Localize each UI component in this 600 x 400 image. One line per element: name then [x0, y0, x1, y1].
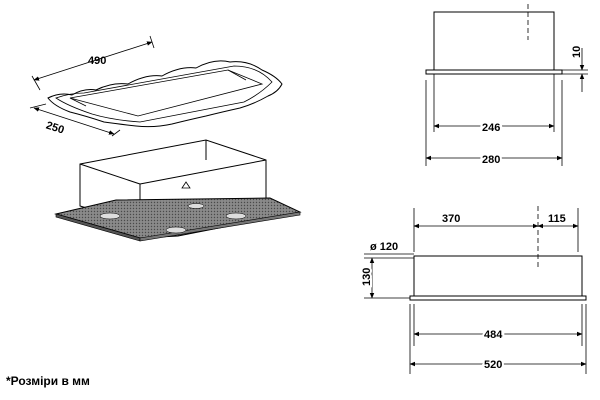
side-duct-offset-label: 370	[442, 213, 460, 225]
end-height-label: 10	[571, 46, 583, 58]
end-view: 10 246 280	[425, 4, 588, 168]
side-height-label: 130	[361, 268, 373, 286]
iso-length-label: 490	[88, 55, 106, 67]
side-duct-edge-label: 115	[548, 213, 566, 225]
iso-dim-width: 250	[29, 103, 121, 137]
side-outer-length-label: 520	[484, 359, 502, 371]
iso-dim-length: 490	[31, 35, 155, 91]
end-inner-width-label: 246	[482, 122, 500, 134]
side-view: 370 115 ø 120 130 484 520	[359, 206, 587, 374]
side-inner-length-label: 484	[484, 329, 503, 341]
iso-frame	[47, 60, 283, 128]
side-duct-diameter-label: ø 120	[370, 241, 398, 253]
end-outer-width-label: 280	[482, 154, 500, 166]
units-footnote: *Розміри в мм	[6, 374, 90, 388]
iso-width-label: 250	[44, 120, 65, 137]
iso-grille-panel	[54, 197, 302, 242]
